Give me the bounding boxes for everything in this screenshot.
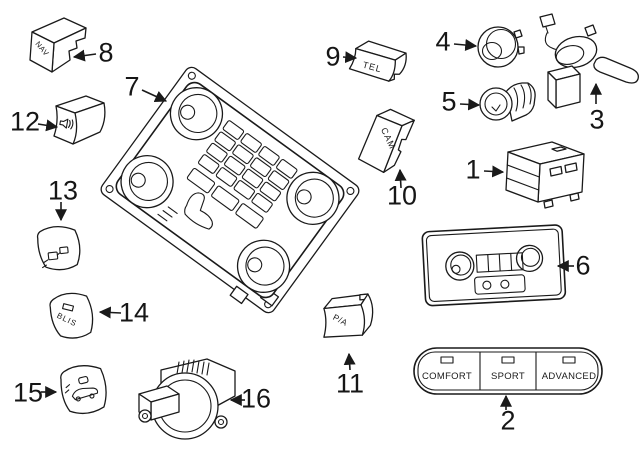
callout-number-8: 8 bbox=[98, 37, 114, 68]
tel-switch-label: TEL bbox=[362, 60, 383, 75]
control-module bbox=[505, 141, 585, 209]
screw-hole bbox=[346, 186, 355, 196]
callout-arrow-8 bbox=[72, 49, 97, 62]
trailer-hitch-icon bbox=[42, 246, 69, 269]
callout-arrow-10 bbox=[394, 168, 407, 189]
callout-number-7: 7 bbox=[124, 71, 140, 102]
center-control-panel bbox=[100, 66, 360, 314]
seat-icon bbox=[157, 192, 213, 230]
panel-knob-top-left bbox=[169, 87, 224, 141]
rear-panel-knob-left bbox=[445, 251, 475, 281]
callout-number-1: 1 bbox=[465, 154, 481, 185]
round-knob bbox=[477, 26, 525, 68]
rear-panel-buttons bbox=[475, 252, 524, 273]
callout-number-15: 15 bbox=[12, 377, 44, 408]
speaker-icon bbox=[59, 118, 74, 130]
barrel-knob bbox=[479, 82, 536, 122]
ignition-switch bbox=[539, 13, 639, 109]
rear-panel-vents bbox=[474, 274, 526, 295]
control-panel-face bbox=[115, 81, 345, 299]
sport-button-label: SPORT bbox=[491, 371, 525, 382]
callout-arrow-5 bbox=[459, 98, 481, 111]
car-functions-icon bbox=[64, 376, 99, 402]
callout-number-12: 12 bbox=[9, 106, 41, 137]
callout-number-14: 14 bbox=[118, 297, 150, 328]
callout-number-9: 9 bbox=[325, 41, 341, 72]
panel-knob-bottom-left bbox=[120, 155, 174, 209]
callout-arrow-7 bbox=[141, 89, 168, 102]
nav-switch: NAV bbox=[29, 17, 87, 73]
callout-number-2: 2 bbox=[500, 405, 516, 436]
screw-hole bbox=[105, 184, 114, 194]
callout-number-5: 5 bbox=[441, 86, 457, 117]
callout-arrow-12 bbox=[37, 119, 59, 132]
callout-number-13: 13 bbox=[47, 175, 79, 206]
rear-panel-knob-right bbox=[515, 244, 544, 273]
tel-switch: TEL bbox=[348, 40, 407, 82]
advanced-button-label: ADVANCED bbox=[542, 371, 596, 382]
drive-mode-panel: COMFORT SPORT ADVANCED bbox=[413, 347, 603, 395]
speaker-switch bbox=[53, 95, 106, 145]
screw-hole bbox=[187, 71, 196, 80]
callout-number-16: 16 bbox=[240, 383, 272, 414]
panel-button-grid bbox=[186, 120, 298, 229]
park-assist-switch: P/A bbox=[323, 293, 374, 338]
advanced-led bbox=[562, 356, 576, 364]
car-functions-switch bbox=[60, 365, 107, 415]
callout-arrow-4 bbox=[453, 39, 478, 51]
callout-number-6: 6 bbox=[575, 250, 591, 281]
trailer-switch bbox=[36, 226, 81, 271]
comfort-led bbox=[440, 356, 454, 364]
cam-switch: CAM bbox=[357, 108, 415, 174]
callout-number-4: 4 bbox=[435, 26, 451, 57]
key-lever bbox=[593, 56, 639, 84]
callout-arrow-1 bbox=[483, 165, 505, 178]
callout-arrow-14 bbox=[98, 306, 122, 319]
callout-arrow-11 bbox=[343, 352, 356, 371]
connector bbox=[539, 13, 556, 28]
callout-number-3: 3 bbox=[589, 104, 605, 135]
sport-led bbox=[501, 356, 515, 364]
mounting-ear bbox=[214, 415, 228, 429]
comfort-button-label: COMFORT bbox=[422, 371, 472, 382]
blis-switch: BLIS bbox=[49, 292, 94, 339]
mounting-ear bbox=[138, 409, 152, 423]
panel-knob-top-right bbox=[286, 171, 340, 225]
rear-control-panel bbox=[421, 224, 567, 307]
panel-knob-bottom-right bbox=[236, 239, 291, 293]
bracket-tab bbox=[229, 285, 249, 305]
lock-cylinder bbox=[554, 35, 598, 69]
blis-led bbox=[62, 303, 75, 312]
callout-number-10: 10 bbox=[386, 180, 418, 211]
callout-arrows bbox=[37, 39, 602, 410]
headlamp-switch bbox=[138, 358, 236, 440]
callout-arrow-9 bbox=[342, 51, 358, 64]
callout-number-11: 11 bbox=[335, 368, 365, 399]
